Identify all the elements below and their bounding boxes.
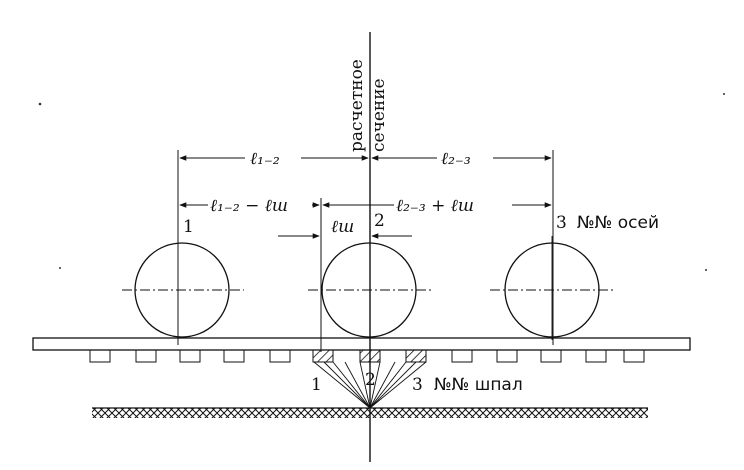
scan-speck (723, 93, 725, 95)
wheel-1 (122, 242, 244, 338)
wheel-3 (490, 236, 614, 340)
axis-caption: №№ осей (577, 213, 659, 233)
sleepers (89, 349, 645, 363)
dim-l23-plus-lsh-label: ℓ₂₋₃ + ℓш (396, 196, 474, 216)
sleeper-3 (405, 349, 427, 363)
sleeper-number-3: 3 (412, 375, 423, 395)
dim-l23-label: ℓ₂₋₃ (441, 149, 471, 169)
axis-number-1: 1 (183, 217, 194, 237)
axis-number-3: 3 (556, 213, 567, 233)
scan-speck (705, 269, 707, 271)
design-section-label-line2: сечение (369, 78, 389, 152)
design-section-label-line1: расчетное (347, 59, 367, 152)
dim-l12-minus-lsh-label: ℓ₁₋₂ − ℓш (210, 196, 288, 216)
sleeper-caption: №№ шпал (434, 375, 523, 395)
dim-lsh-label: ℓш (331, 217, 354, 237)
sleeper-number-2: 2 (365, 370, 376, 390)
sleeper-number-1: 1 (311, 375, 322, 395)
subgrade (92, 407, 648, 418)
sleeper-1 (312, 349, 334, 363)
axis-number-2: 2 (374, 211, 385, 231)
dim-l12-label: ℓ₁₋₂ (250, 149, 280, 169)
scan-speck (38, 102, 42, 106)
rail (32, 337, 691, 351)
wheel-2 (308, 242, 432, 338)
sleeper-2 (359, 349, 381, 363)
scan-speck (59, 267, 61, 269)
pressure-fan (313, 361, 427, 409)
